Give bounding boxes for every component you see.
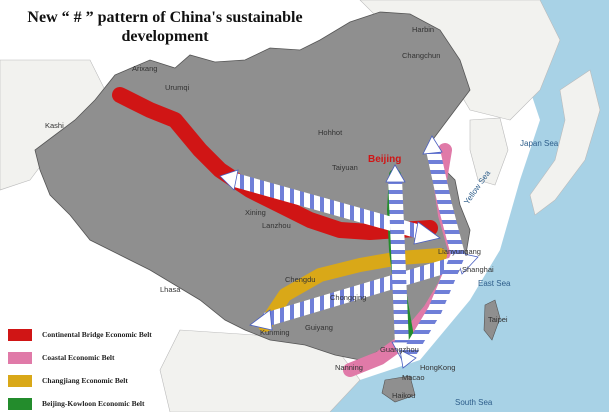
label-south-sea: South Sea bbox=[455, 398, 493, 407]
label-xining: Xining bbox=[245, 208, 266, 217]
label-lianyungang: Lianyungang bbox=[438, 247, 481, 256]
arrow-head-upper-right bbox=[413, 221, 441, 245]
label-haikou: Haikou bbox=[392, 391, 415, 400]
legend-swatch-continental bbox=[8, 328, 32, 341]
arrow-head-right-bottom bbox=[399, 349, 417, 369]
map-title: New “ # ” pattern of China's sustainable… bbox=[20, 8, 310, 46]
label-changchun: Changchun bbox=[402, 51, 440, 60]
arrow-head-upper-left bbox=[219, 169, 239, 191]
label-kashi: Kashi bbox=[45, 121, 64, 130]
arrow-head-lower-left bbox=[249, 309, 273, 331]
horizontal-arrow-upper bbox=[233, 173, 422, 239]
legend-label-changjiang: Changjiang Economic Belt bbox=[42, 376, 128, 385]
vertical-arrow-left bbox=[388, 177, 409, 346]
arrow-head-left-top bbox=[385, 164, 406, 183]
label-taiyuan: Taiyuan bbox=[332, 163, 358, 172]
legend-swatch-coastal bbox=[8, 351, 32, 364]
legend-swatch-changjiang bbox=[8, 374, 32, 387]
japan-islands bbox=[529, 69, 601, 216]
legend-item-continental: Continental Bridge Economic Belt bbox=[8, 323, 218, 346]
label-chengdu: Chengdu bbox=[285, 275, 315, 284]
vertical-arrow-right bbox=[401, 148, 466, 359]
title-line-1: New “ # ” pattern of China's sustainable bbox=[27, 9, 303, 26]
continental-bridge-belt bbox=[112, 87, 438, 240]
legend-label-continental: Continental Bridge Economic Belt bbox=[42, 330, 152, 339]
label-arixang: Arixang bbox=[132, 64, 157, 73]
label-nanning: Nanning bbox=[335, 363, 363, 372]
title-line-2: development bbox=[121, 28, 209, 45]
label-macao: Macao bbox=[402, 373, 425, 382]
horizontal-arrow-lower bbox=[263, 255, 462, 327]
label-lhasa: Lhasa bbox=[160, 285, 181, 294]
label-beijing: Beijing bbox=[368, 154, 401, 165]
hainan-island bbox=[381, 375, 416, 403]
hash-pattern-arrows bbox=[219, 135, 479, 369]
changjiang-belt bbox=[258, 248, 447, 332]
label-taipei: Taipei bbox=[488, 315, 508, 324]
legend-item-changjiang: Changjiang Economic Belt bbox=[8, 369, 218, 392]
taiwan-island bbox=[483, 299, 501, 341]
legend: Continental Bridge Economic Belt Coastal… bbox=[8, 323, 218, 412]
legend-swatch-beijing-kowloon bbox=[8, 397, 32, 410]
label-urumqi: Urumqi bbox=[165, 83, 190, 92]
sea-area-east bbox=[330, 0, 609, 412]
label-kunming: Kunming bbox=[260, 328, 290, 337]
place-labels: Arixang Urumqi Kashi Harbin Changchun Ho… bbox=[45, 25, 559, 407]
korea-peninsula bbox=[469, 117, 509, 186]
label-guiyang: Guiyang bbox=[305, 323, 333, 332]
label-chongqing: Chongqing bbox=[330, 293, 366, 302]
label-hohhot: Hohhot bbox=[318, 128, 343, 137]
legend-label-beijing-kowloon: Beijing-Kowloon Economic Belt bbox=[42, 399, 145, 408]
label-shanghai: Shanghai bbox=[462, 265, 494, 274]
legend-item-beijing-kowloon: Beijing-Kowloon Economic Belt bbox=[8, 392, 218, 412]
label-hongkong: HongKong bbox=[420, 363, 455, 372]
label-guangzhou: Guangzhou bbox=[380, 345, 419, 354]
label-japan-sea: Japan Sea bbox=[520, 139, 559, 148]
legend-label-coastal: Coastal Economic Belt bbox=[42, 353, 115, 362]
legend-item-coastal: Coastal Economic Belt bbox=[8, 346, 218, 369]
arrow-head-right-top bbox=[422, 135, 443, 155]
label-harbin: Harbin bbox=[412, 25, 434, 34]
label-lanzhou: Lanzhou bbox=[262, 221, 291, 230]
label-east-sea: East Sea bbox=[478, 279, 511, 288]
